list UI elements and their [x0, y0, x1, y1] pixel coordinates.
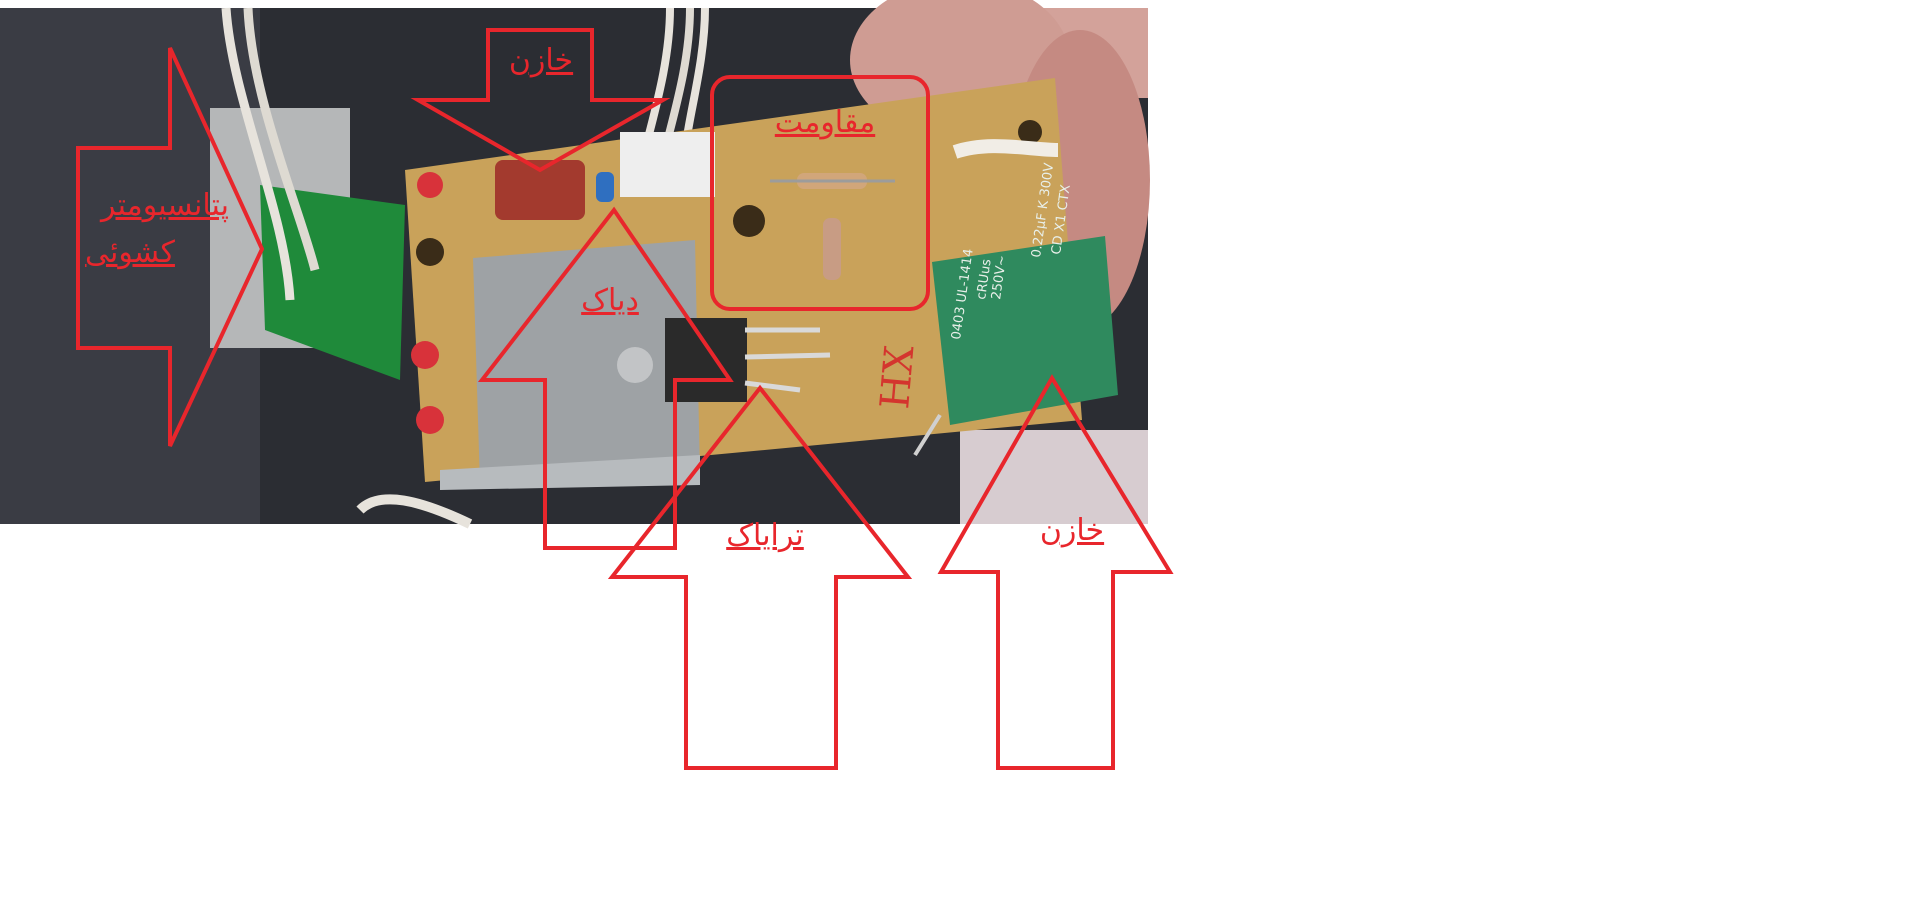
- cap-marking-3: 250V~: [989, 254, 1010, 300]
- capacitor-top-arrow: [410, 28, 671, 173]
- annotation-labels: خازن مقاومت پتانسیومتر کشوئی دیاک ترایاک…: [85, 43, 1104, 553]
- potentiometer-board: [260, 185, 405, 380]
- annotation-shapes: [76, 28, 1174, 770]
- label-diac: دیاک: [581, 283, 639, 318]
- capacitor-right-arrow: [937, 374, 1174, 770]
- triac-arrow: [607, 384, 913, 770]
- red-capacitor: [495, 160, 585, 220]
- diac-arrow: [477, 206, 734, 550]
- resistor-vertical: [823, 218, 841, 280]
- label-capacitor-right: خازن: [1040, 513, 1104, 548]
- resistor-box: [710, 75, 930, 311]
- connector: [620, 132, 715, 197]
- label-resistor: مقاومت: [775, 105, 875, 140]
- label-potentiometer-line1: پتانسیومتر: [99, 188, 229, 223]
- cap-marking-4: cRUus: [974, 258, 995, 301]
- board-mark: HX: [872, 343, 923, 411]
- x-capacitor: [932, 236, 1118, 425]
- heatsink: [473, 240, 700, 485]
- label-capacitor-top: خازن: [509, 43, 573, 78]
- triac-body: [665, 318, 747, 402]
- label-potentiometer-line2: کشوئی: [85, 235, 176, 270]
- potentiometer-arrow: [76, 47, 265, 447]
- diac-body: [596, 172, 614, 202]
- circuit-photo: [0, 0, 1150, 529]
- label-triac: ترایاک: [726, 518, 804, 553]
